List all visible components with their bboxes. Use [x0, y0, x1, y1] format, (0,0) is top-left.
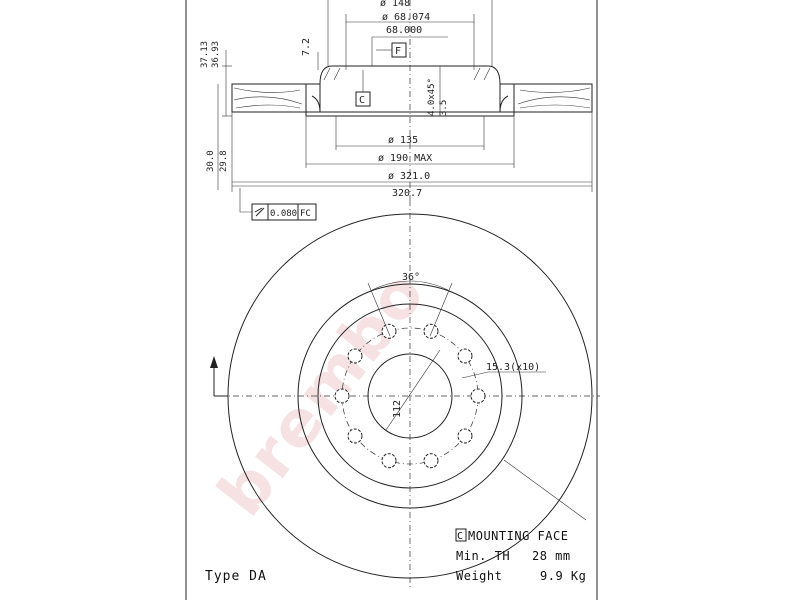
mounting-face-leader — [503, 459, 587, 521]
notes-block: C MOUNTING FACE Min. TH 28 mm Weight 9.9… — [455, 528, 586, 583]
dim-29-8: 29.8 — [219, 150, 229, 172]
runout-icon — [254, 207, 265, 217]
datum-f: F — [395, 46, 401, 57]
angle-36: 36° — [402, 272, 420, 283]
runout-frame — [251, 203, 317, 221]
bolt-hole — [470, 388, 486, 404]
dim-hub-outer: ø 68.074 — [382, 12, 430, 23]
bolt-hole — [381, 323, 397, 339]
dim-321: ø 321.0 — [388, 171, 430, 182]
dim-36-93: 36.93 — [211, 41, 221, 68]
vane-hatch-left — [233, 87, 303, 109]
rotation-arrow-head — [210, 356, 218, 368]
bolt-hole — [457, 428, 473, 444]
mounting-face-label: MOUNTING FACE — [468, 529, 568, 543]
runout-ref: FC — [300, 209, 311, 219]
dim-hub-inner: 68.000 — [386, 25, 422, 36]
hole-dim: 15.3(x10) — [486, 362, 540, 373]
min-th-label: Min. TH — [456, 549, 510, 563]
dim-320-7: 320.7 — [392, 188, 422, 199]
angle-arc — [371, 280, 449, 291]
dim-190-max: ø 190 MAX — [378, 153, 432, 164]
mounting-face-marker: C — [457, 531, 464, 542]
brand-watermark: brembo — [204, 256, 440, 529]
dim-37-13: 37.13 — [200, 41, 210, 68]
type-label: Type DA — [205, 569, 267, 584]
dim-135: ø 135 — [388, 135, 418, 146]
svg-text:brembo: brembo — [204, 256, 440, 529]
pcd-112: 112 — [392, 400, 403, 418]
face-view: 36° 15.3(x10) 112 — [210, 200, 600, 590]
bolt-holes — [334, 323, 486, 469]
dim-7-2: 7.2 — [301, 38, 312, 56]
datum-c: C — [359, 95, 365, 106]
dim-30-0: 30.0 — [206, 150, 216, 172]
vane-hatch-right — [517, 87, 591, 109]
weight-label: Weight — [456, 569, 502, 583]
pcd-leader — [385, 349, 441, 431]
bolt-hole — [457, 348, 473, 364]
min-th-value: 28 mm — [532, 549, 571, 563]
bolt-hole — [423, 453, 439, 469]
runout-value: 0.080 — [270, 209, 297, 219]
hat-neck — [311, 95, 509, 113]
bolt-hole — [347, 428, 363, 444]
bolt-hole — [381, 453, 397, 469]
dim-chamfer: 4.0x45° — [427, 78, 437, 116]
dim-3-5: 3.5 — [439, 100, 449, 116]
dim-148: ø 148 — [380, 0, 410, 9]
bolt-hole — [334, 388, 350, 404]
bolt-hole — [423, 323, 439, 339]
section-view: ø 148 ø 68.074 68.000 F C 7.2 37.13 36.9… — [200, 0, 593, 221]
mounting-face-marker-box — [455, 528, 467, 542]
hat-hatch — [323, 67, 491, 81]
weight-value: 9.9 Kg — [540, 569, 586, 583]
bolt-hole — [347, 348, 363, 364]
